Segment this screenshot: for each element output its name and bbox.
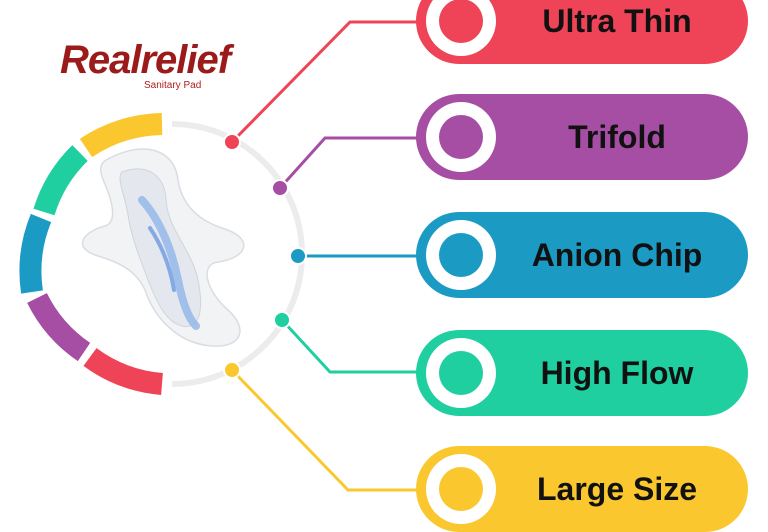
brand-name: Realrelief [60,38,231,82]
connectors [230,20,430,492]
ring-segment-green [33,145,88,216]
feature-circle [426,338,496,408]
feature-dot [439,233,483,277]
feature-circle [426,0,496,56]
ring-segment-red [83,347,164,395]
connector-large-size [230,368,430,492]
feature-dot [439,467,483,511]
dot-anion-chip [289,247,307,265]
color-ring [19,113,164,395]
infographic-art [19,20,430,492]
feature-dot [439,0,483,43]
connector-high-flow [280,318,430,374]
ring-segment-yellow [79,113,163,158]
feature-label: Large Size [536,470,698,507]
ring-segment-blue [19,213,52,294]
brand-tagline: Sanitary Pad [144,80,202,91]
feature-label: Ultra Thin [542,2,692,39]
feature-high-flow: High Flow [416,330,748,416]
connector-ultra-thin [230,20,430,144]
connector-trifold [278,136,430,190]
sanitary-pad-image [81,148,245,347]
dot-high-flow [273,311,291,329]
feature-dot [439,351,483,395]
feature-label: Trifold [568,118,666,155]
feature-ultra-thin: Ultra Thin [416,0,748,64]
feature-dot [439,115,483,159]
dot-large-size [223,361,241,379]
connector-dots [223,133,307,379]
feature-label: High Flow [540,354,694,391]
brand-logo: Realrelief Sanitary Pad [60,38,250,91]
feature-circle [426,454,496,524]
dot-trifold [271,179,289,197]
feature-anion-chip: Anion Chip [416,212,748,298]
ring-segment-purple [27,292,91,362]
feature-label: Anion Chip [531,236,703,273]
feature-large-size: Large Size [416,446,748,532]
feature-circle [426,102,496,172]
feature-circle [426,220,496,290]
feature-trifold: Trifold [416,94,748,180]
dot-ultra-thin [223,133,241,151]
